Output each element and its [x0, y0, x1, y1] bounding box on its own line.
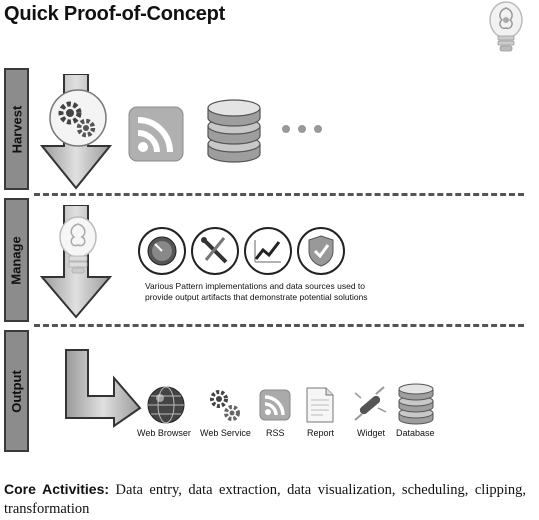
stage-harvest-band: Harvest: [4, 68, 29, 190]
stage-manage-band: Manage: [4, 198, 29, 322]
output-label-report: Report: [307, 428, 335, 438]
rss-icon: [128, 106, 184, 162]
tools-pattern-icon: [191, 227, 239, 275]
separator-manage-output: [34, 324, 524, 327]
lightbulb-logo-icon: [489, 1, 523, 52]
gears-icon: [49, 89, 107, 147]
stage-output-label: Output: [9, 369, 24, 413]
output-label-widget: Widget: [357, 428, 386, 438]
output-label-web-browser: Web Browser: [137, 428, 191, 438]
stage-harvest-label: Harvest: [9, 105, 25, 153]
gauge-pattern-icon: [138, 227, 186, 275]
output-label-web-service: Web Service: [200, 428, 251, 438]
output-label-rss: RSS: [266, 428, 285, 438]
rss-icon: [259, 389, 291, 421]
core-activities-label: Core Activities:: [4, 481, 110, 497]
output-label-database: Database: [396, 428, 435, 438]
more-sources-icon: [282, 125, 322, 133]
manage-description: Various Pattern implementations and data…: [145, 281, 368, 302]
stage-output-band: Output: [4, 330, 29, 452]
separator-harvest-manage: [34, 193, 524, 196]
output-bent-arrow: [65, 349, 142, 428]
core-activities-text: Data entry, data extraction, data visual…: [4, 482, 527, 517]
chart-pattern-icon: [244, 227, 292, 275]
gears-icon: [210, 390, 240, 421]
database-icon: [207, 99, 261, 163]
lightbulb-icon: [59, 216, 97, 274]
globe-icon: [147, 386, 185, 424]
swiss-knife-icon: [354, 386, 387, 421]
page-title: Quick Proof-of-Concept: [4, 3, 226, 25]
stage-manage-label: Manage: [9, 235, 24, 285]
core-activities: Core Activities: Data entry, data extrac…: [4, 480, 526, 519]
shield-pattern-icon: [297, 227, 345, 275]
database-icon: [398, 383, 434, 425]
document-icon: [306, 387, 334, 423]
